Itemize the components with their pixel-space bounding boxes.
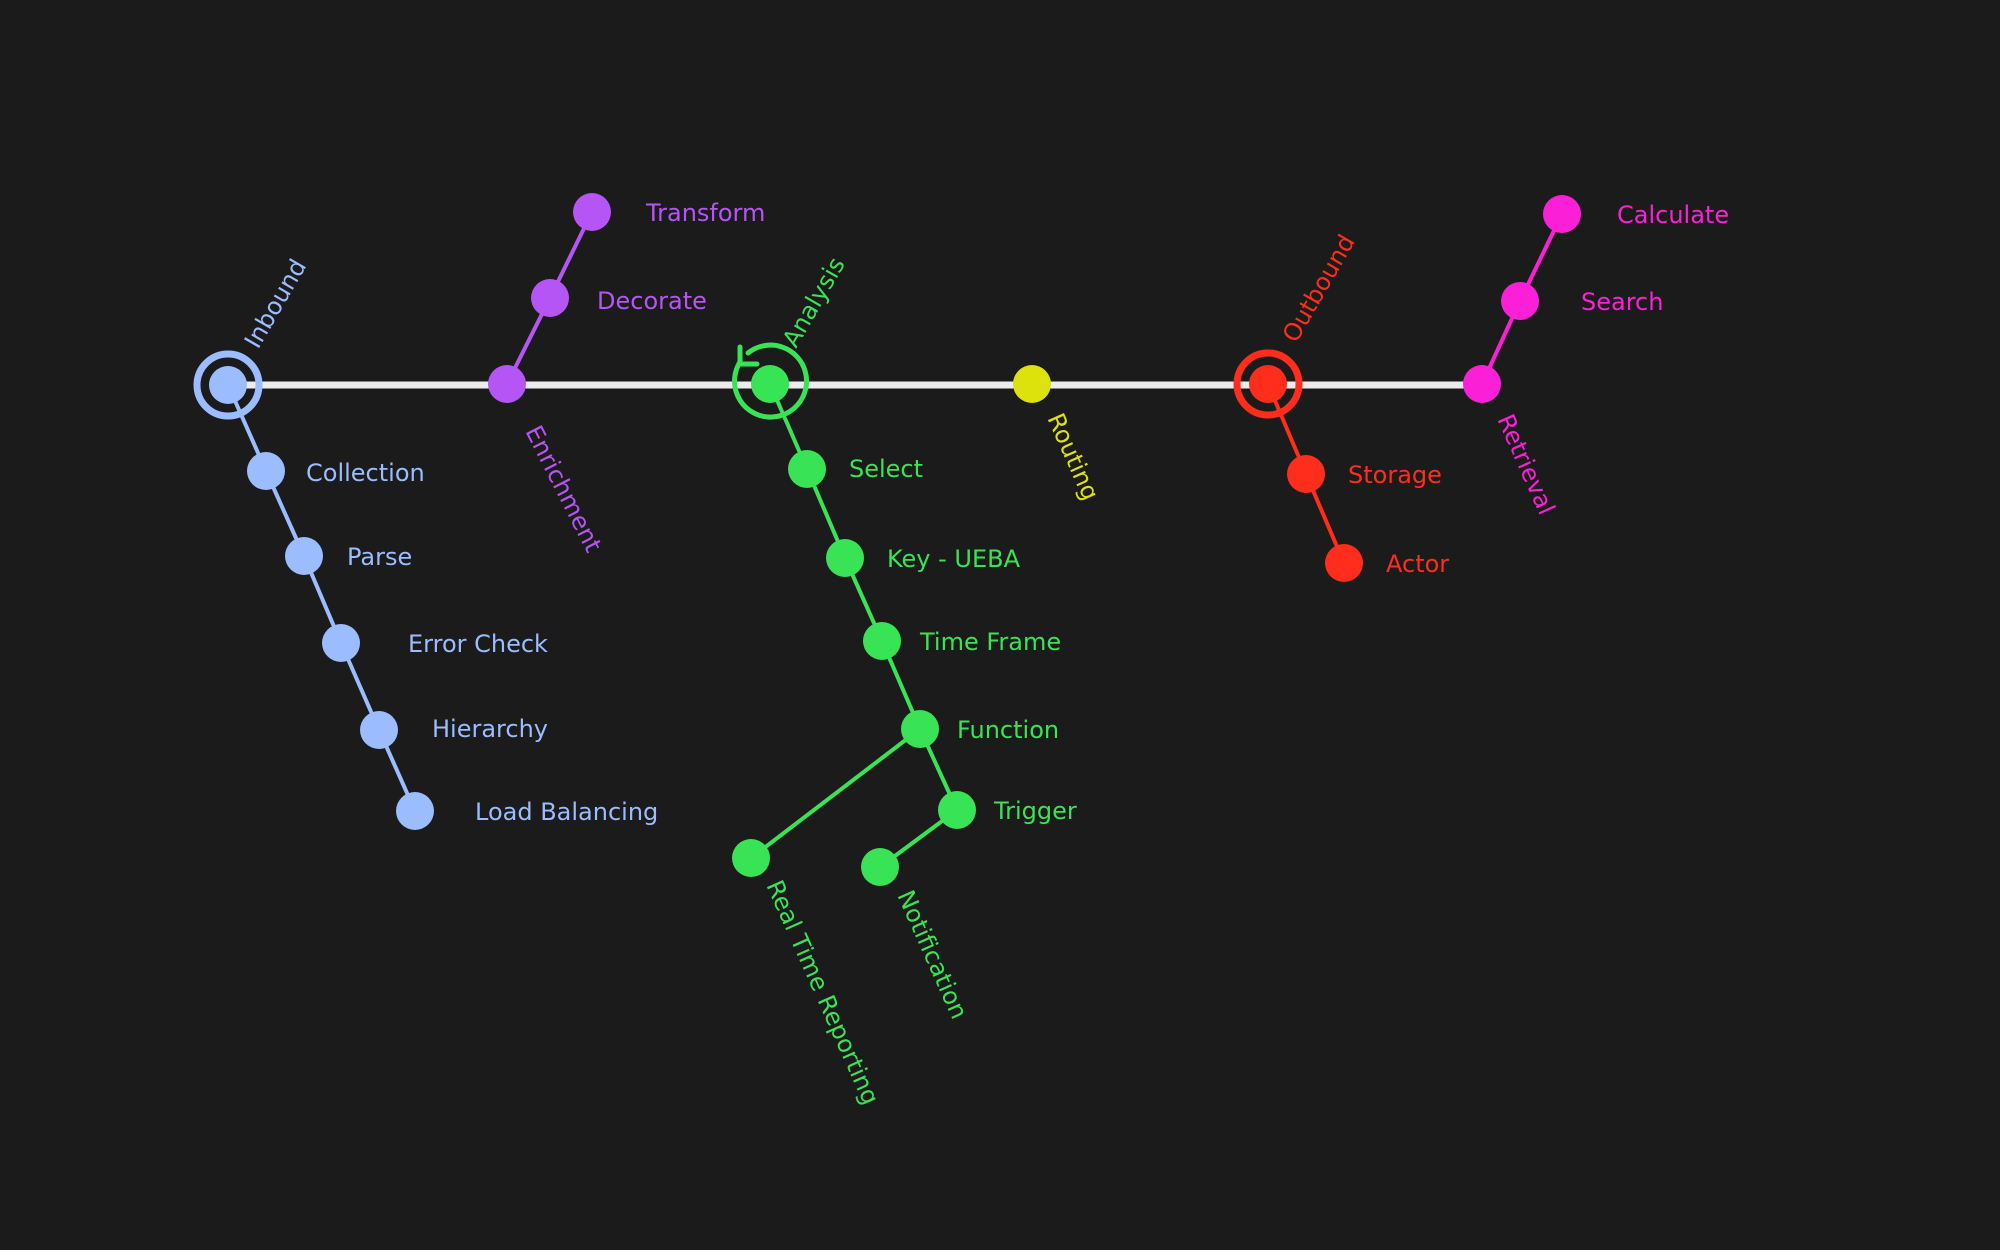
decorate-node[interactable] [531,279,569,317]
collection-node[interactable] [247,452,285,490]
function-node[interactable] [901,710,939,748]
key-ueba-node[interactable] [826,539,864,577]
target-ring-icon[interactable] [1233,349,1303,419]
trigger-label: Trigger [993,797,1077,825]
select-node[interactable] [788,450,826,488]
parse-node[interactable] [285,537,323,575]
time-frame-node[interactable] [863,622,901,660]
calculate-label: Calculate [1617,201,1729,229]
analysis-connector [749,727,922,860]
trigger-node[interactable] [938,791,976,829]
enrichment-node[interactable] [488,365,526,403]
target-ring-icon[interactable] [193,350,263,420]
outbound-node[interactable] [1249,365,1287,403]
search-node[interactable] [1501,282,1539,320]
decorate-label: Decorate [597,287,707,315]
transform-node[interactable] [573,193,611,231]
calculate-node[interactable] [1543,195,1581,233]
notification-node[interactable] [861,848,899,886]
collection-label: Collection [306,459,425,487]
key-ueba-label: Key - UEBA [887,545,1021,573]
analysis-node[interactable] [751,365,789,403]
real-time-reporting-node[interactable] [732,839,770,877]
search-label: Search [1581,288,1663,316]
select-label: Select [849,455,923,483]
storage-label: Storage [1348,461,1442,489]
error-check-node[interactable] [322,624,360,662]
actor-label: Actor [1386,550,1449,578]
retrieval-node[interactable] [1463,365,1501,403]
load-balancing-label: Load Balancing [475,798,658,826]
load-balancing-node[interactable] [396,792,434,830]
routing-node[interactable] [1013,365,1051,403]
refresh-loop-icon[interactable] [732,342,810,420]
parse-label: Parse [347,543,412,571]
storage-node[interactable] [1287,455,1325,493]
hierarchy-node[interactable] [360,711,398,749]
error-check-label: Error Check [408,630,548,658]
actor-node[interactable] [1325,544,1363,582]
inbound-node[interactable] [209,366,247,404]
hierarchy-label: Hierarchy [432,715,548,743]
time-frame-label: Time Frame [919,628,1061,656]
transform-label: Transform [645,199,765,227]
function-label: Function [957,716,1059,744]
